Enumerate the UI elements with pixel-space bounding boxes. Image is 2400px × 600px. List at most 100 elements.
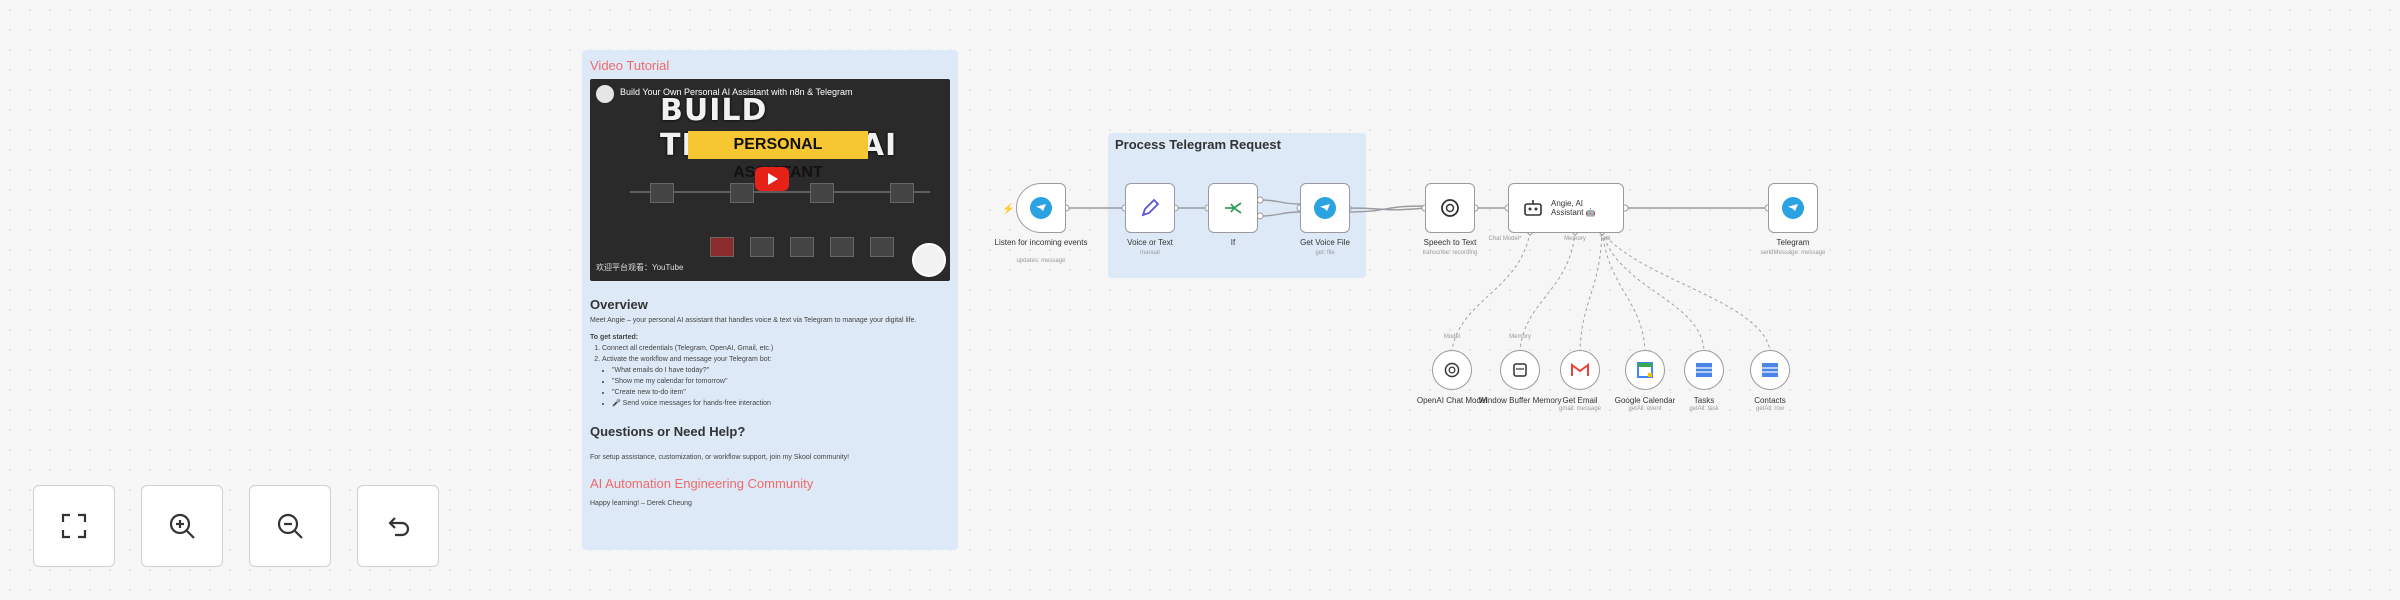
node-subtitle: transcribe: recording: [1422, 250, 1478, 256]
telegram-icon: [1030, 197, 1052, 219]
thumbnail-node: [650, 183, 674, 203]
thumbnail-node: [710, 237, 734, 257]
pencil-icon: [1141, 198, 1160, 217]
signoff: Happy learning! – Derek Cheung: [590, 500, 692, 507]
openai-chat-model-node[interactable]: [1432, 350, 1472, 390]
help-text: For setup assistance, customization, or …: [590, 454, 850, 461]
node-label: Get Voice File: [1300, 238, 1350, 247]
zoom-out-button[interactable]: [249, 485, 331, 567]
video-thumbnail[interactable]: Build Your Own Personal AI Assistant wit…: [590, 79, 950, 281]
sub-connection: [1451, 231, 1531, 351]
sub-connection: [1601, 231, 1646, 351]
example-item: "What emails do I have today?": [612, 366, 950, 375]
voice-or-text-node[interactable]: [1125, 183, 1175, 233]
examples-list: "What emails do I have today?" "Show me …: [612, 366, 950, 408]
trigger-marker: ⚡: [1002, 202, 1014, 215]
telegram-send-node[interactable]: [1768, 183, 1818, 233]
thumbnail-node: [890, 183, 914, 203]
thumbnail-node: [790, 237, 814, 257]
window-buffer-memory-node[interactable]: [1500, 350, 1540, 390]
agent-label: Angie, AI Assistant 🤖: [1551, 199, 1596, 217]
ai-agent-node[interactable]: Angie, AI Assistant 🤖: [1508, 183, 1624, 233]
port-label-model: Model: [1443, 334, 1461, 340]
reset-zoom-button[interactable]: [357, 485, 439, 567]
get-started-label: To get started:: [590, 334, 639, 341]
thumbnail-node: [730, 183, 754, 203]
sticky-note[interactable]: Video Tutorial Build Your Own Personal A…: [582, 50, 958, 550]
node-label: Voice or Text: [1127, 238, 1173, 247]
example-item: "Show me my calendar for tomorrow": [612, 377, 950, 386]
example-item: "Create new to-do item": [612, 388, 950, 397]
step-item: Connect all credentials (Telegram, OpenA…: [602, 344, 950, 353]
google-calendar-node[interactable]: [1625, 350, 1665, 390]
thumbnail-node: [810, 183, 834, 203]
node-label: Window Buffer Memory: [1478, 396, 1562, 405]
gmail-icon: [1571, 363, 1589, 376]
node-label: Telegram: [1776, 238, 1810, 247]
contacts-node[interactable]: [1750, 350, 1790, 390]
video-tutorial-label: Video Tutorial: [590, 58, 670, 73]
connection-line: [1259, 211, 1301, 217]
speech-to-text-node[interactable]: [1425, 183, 1475, 233]
node-label: Listen for incoming events: [994, 238, 1088, 247]
undo-icon: [388, 517, 410, 537]
thumbnail-node: [870, 237, 894, 257]
zoom-out-icon: [277, 513, 303, 539]
node-label: OpenAI Chat Model: [1416, 396, 1488, 405]
node-subtitle: get: file: [1315, 250, 1335, 256]
connection-line: [1259, 199, 1301, 205]
channel-avatar: [596, 85, 614, 103]
group-title: Process Telegram Request: [1115, 137, 1281, 152]
sub-connection: [1579, 231, 1603, 351]
sub-connection: [1601, 231, 1705, 351]
port-label-memory-top: Memory: [1509, 334, 1531, 340]
connection-line: [1347, 205, 1426, 213]
port-label-tool: Tool: [1599, 236, 1611, 242]
sheet-icon: [1696, 363, 1712, 377]
calendar-icon: [1637, 362, 1653, 378]
overview-text: Meet Angie – your personal AI assistant …: [590, 317, 917, 324]
sub-connection: [1601, 231, 1771, 351]
port-label-chat-model: Chat Model*: [1488, 236, 1522, 242]
steps-list: Connect all credentials (Telegram, OpenA…: [602, 344, 950, 364]
node-subtitle: manual: [1140, 250, 1160, 256]
zoom-in-button[interactable]: [141, 485, 223, 567]
node-label: Tasks: [1693, 396, 1715, 405]
openai-icon: [1441, 199, 1459, 217]
get-voice-file-node[interactable]: [1300, 183, 1350, 233]
node-label: Contacts: [1754, 396, 1786, 405]
branch-icon: [1225, 202, 1242, 214]
node-label: Get Email: [1562, 396, 1598, 405]
thumbnail-node: [830, 237, 854, 257]
telegram-icon: [1314, 197, 1336, 219]
node-label: Google Calendar: [1614, 396, 1676, 405]
play-icon[interactable]: [755, 167, 789, 191]
node-subtitle: gmail: message: [1558, 406, 1602, 412]
fullscreen-icon: [61, 513, 87, 539]
database-icon: [1513, 363, 1527, 377]
sheet-icon: [1762, 363, 1778, 377]
community-link[interactable]: AI Automation Engineering Community: [590, 476, 814, 491]
tasks-node[interactable]: [1684, 350, 1724, 390]
openai-icon: [1444, 362, 1460, 378]
thumbnail-node: [750, 237, 774, 257]
help-heading: Questions or Need Help?: [590, 424, 746, 439]
telegram-icon: [1782, 197, 1804, 219]
if-node[interactable]: [1208, 183, 1258, 233]
node-label: If: [1230, 238, 1236, 247]
video-title: Build Your Own Personal AI Assistant wit…: [620, 87, 853, 97]
node-subtitle: sendMessage: message: [1760, 250, 1826, 256]
node-subtitle: getAll: event: [1628, 406, 1662, 412]
presenter-avatar: [912, 243, 946, 277]
telegram-trigger-node[interactable]: [1016, 183, 1066, 233]
thumbnail-flow-line: [630, 191, 930, 193]
overview-heading: Overview: [590, 297, 648, 312]
node-subtitle: getAll: task: [1689, 406, 1719, 412]
sub-connection: [1519, 231, 1576, 351]
get-email-node[interactable]: [1560, 350, 1600, 390]
step-item: Activate the workflow and message your T…: [602, 355, 950, 364]
node-subtitle: getAll: row: [1755, 406, 1784, 412]
fit-view-button[interactable]: [33, 485, 115, 567]
video-caption: 欢迎平台观看：YouTube: [596, 263, 684, 272]
node-label: Speech to Text: [1423, 238, 1477, 247]
